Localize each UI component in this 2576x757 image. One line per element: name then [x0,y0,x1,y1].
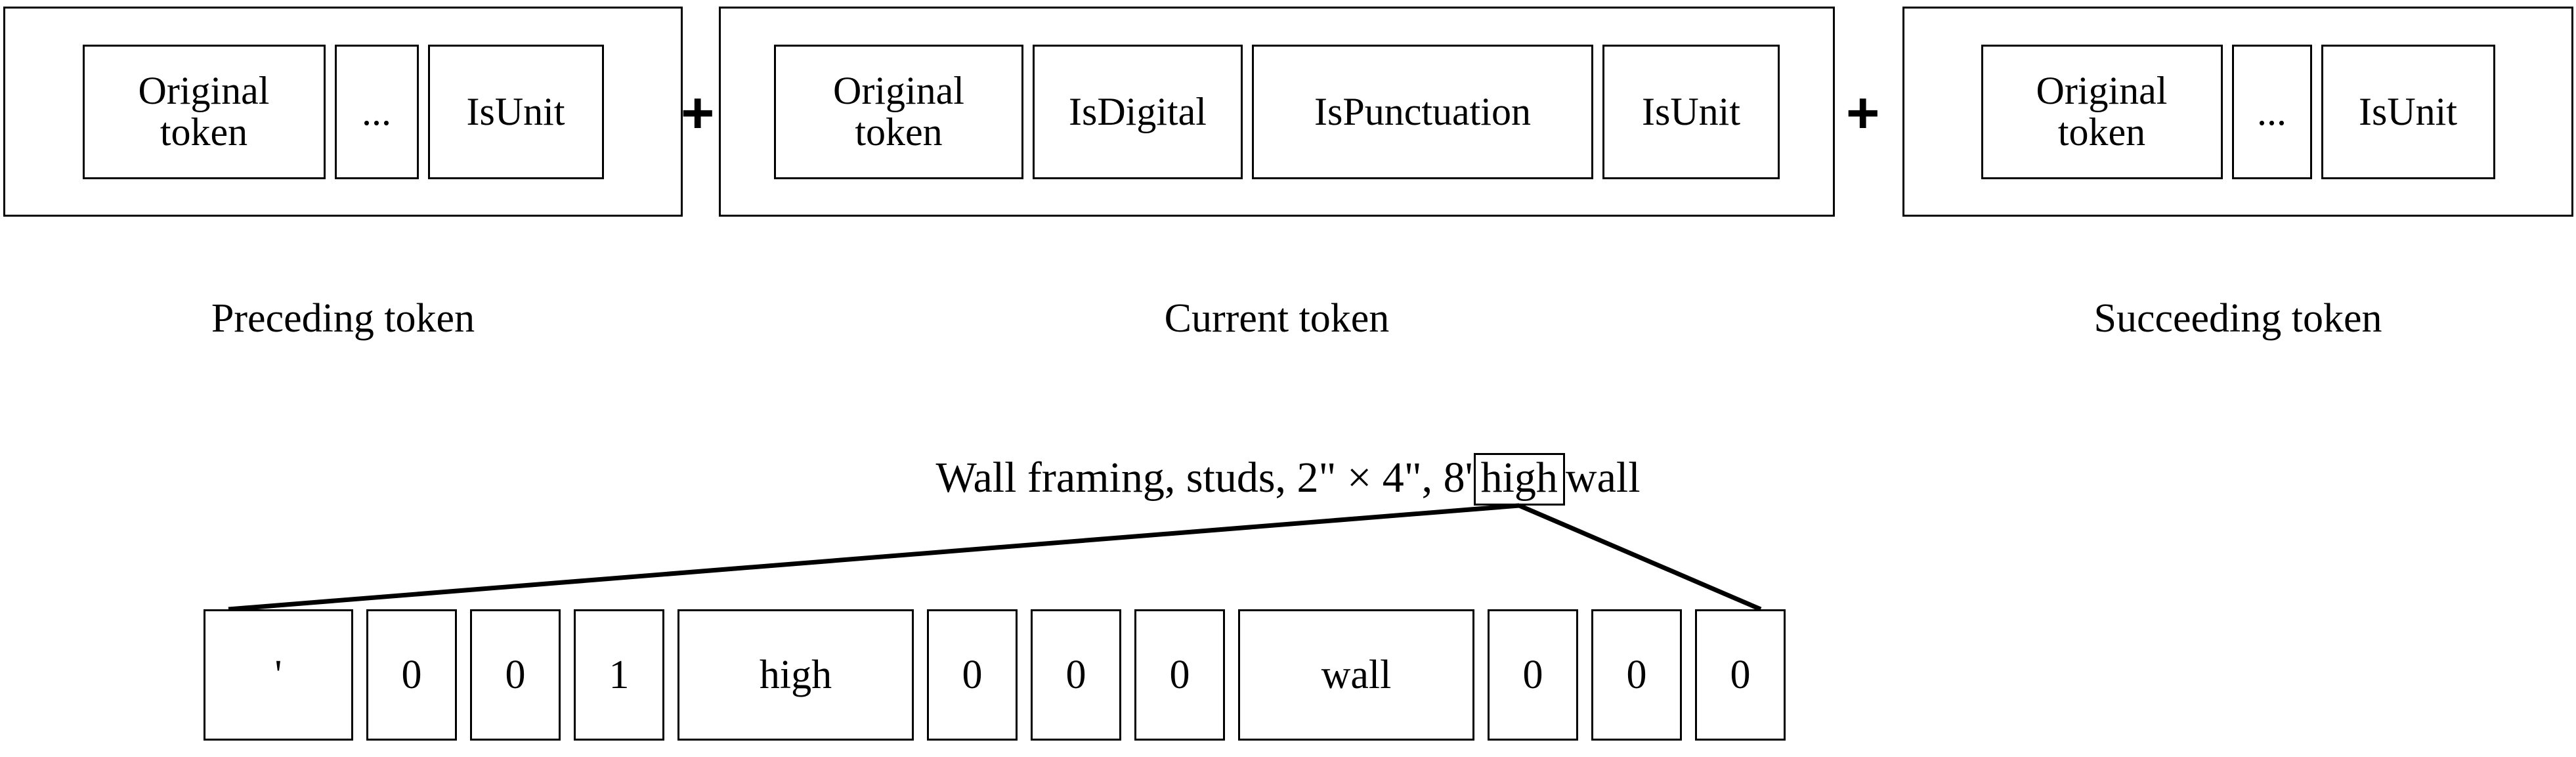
token-cell: 0 [470,609,561,741]
feature-group-succeeding: Original token ... IsUnit [1902,7,2573,217]
highlighted-token-high: high [1473,453,1565,506]
sentence-suffix: wall [1565,454,1641,502]
connector-line-right [1518,503,1762,612]
feature-cell-ellipsis: ... [2231,44,2312,179]
feature-cell-original-token: Original token [1981,44,2223,179]
feature-group-succeeding-cells: Original token ... IsUnit [1904,9,2571,215]
feature-group-current-cells: Original token IsDigital IsPunctuation I… [721,9,1833,215]
caption-current-token: Current token [1164,296,1390,341]
token-cell: ' [204,609,353,741]
token-cell: 0 [1134,609,1225,741]
connector-line-left [228,503,1520,612]
feature-cell-isdigital: IsDigital [1033,44,1243,179]
feature-group-preceding-cells: Original token ... IsUnit [5,9,681,215]
token-cell: wall [1238,609,1474,741]
token-cell: 0 [1488,609,1578,741]
token-cell: 0 [1031,609,1121,741]
feature-cell-ellipsis: ... [334,44,419,179]
token-cell: 0 [927,609,1018,741]
caption-preceding-token: Preceding token [211,296,475,341]
token-cell: 0 [1695,609,1786,741]
feature-vector-row: Original token ... IsUnit + Original tok… [0,0,2576,227]
plus-operator-left: + [681,80,715,145]
caption-succeeding-token: Succeeding token [2093,296,2382,341]
feature-group-current: Original token IsDigital IsPunctuation I… [719,7,1835,217]
token-cell: 0 [1591,609,1682,741]
feature-group-preceding: Original token ... IsUnit [3,7,683,217]
feature-cell-isunit: IsUnit [1602,44,1780,179]
plus-operator-right: + [1846,80,1880,145]
token-cell: high [677,609,914,741]
feature-cell-isunit: IsUnit [2321,44,2495,179]
token-sequence-row: ' 0 0 1 high 0 0 0 wall 0 0 0 [0,609,2576,741]
feature-cell-original-token: Original token [774,44,1023,179]
token-cell: 0 [366,609,457,741]
sentence-prefix: Wall framing, studs, 2" × 4", 8' [935,454,1473,502]
feature-cell-ispunctuation: IsPunctuation [1252,44,1593,179]
feature-cell-isunit: IsUnit [427,44,604,179]
token-cell: 1 [574,609,664,741]
feature-cell-original-token: Original token [82,44,326,179]
